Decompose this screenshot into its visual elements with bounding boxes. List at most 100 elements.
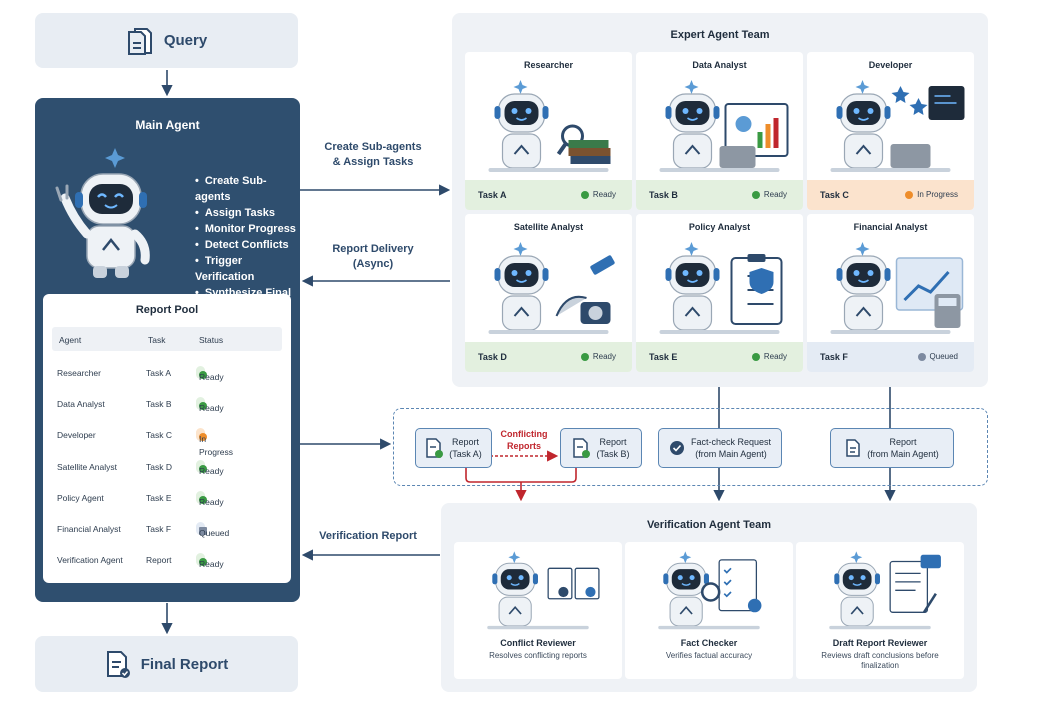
task-cell: Task A [146, 368, 172, 378]
status-text: Queued [929, 352, 958, 361]
status-text: Ready [199, 465, 224, 476]
create-arrow-label: Create Sub-agents & Assign Tasks [310, 140, 436, 170]
main-agent-title: Main Agent [135, 118, 200, 132]
status-icon [751, 352, 760, 361]
status-badge: Ready [196, 459, 224, 476]
agent-cell: Satellite Analyst [57, 461, 118, 472]
status-badge: Ready [580, 352, 616, 361]
agent-description: Resolves conflicting reports [489, 651, 587, 660]
responsibility-item: Assign Tasks [195, 205, 300, 221]
message-line: (Task A) [449, 449, 482, 459]
status-icon [199, 495, 207, 504]
status-text: Ready [592, 190, 616, 199]
agent-name: Draft Report Reviewer [832, 638, 928, 648]
arrow-label-line: & Assign Tasks [332, 156, 414, 168]
agent-name: Fact Checker [680, 638, 738, 648]
status-text: Ready [763, 352, 787, 361]
robot-icon [488, 242, 615, 334]
responsibility-item: Detect Conflicts [195, 237, 300, 253]
status-icon [199, 464, 207, 473]
report-check-icon [573, 438, 591, 458]
message-line: (Task B) [596, 449, 630, 459]
delivery-arrow-label: Report Delivery (Async) [310, 242, 436, 272]
task-status-bar: Task A Ready [465, 180, 632, 210]
status-icon [199, 433, 207, 442]
status-text: In Progress [917, 190, 958, 199]
status-badge: Ready [196, 366, 224, 382]
robot-icon [659, 80, 789, 172]
column-header: Status [199, 335, 224, 345]
agent-illustration [796, 548, 964, 636]
report-task-b-message: Report (Task B) [560, 428, 642, 468]
agent-cell: Developer [57, 430, 96, 441]
main-robot-icon [55, 148, 150, 278]
agent-name: Developer [868, 60, 913, 70]
agent-name: Policy Analyst [688, 222, 751, 232]
message-line: Report [889, 437, 917, 447]
robot-icon [488, 80, 611, 172]
robot-icon [487, 551, 600, 630]
status-icon [199, 558, 207, 567]
agent-cell: Data Analyst [57, 399, 105, 410]
status-text: Ready [592, 352, 616, 361]
agent-cell: Researcher [57, 368, 101, 378]
agent-illustration [807, 76, 974, 180]
status-badge: Ready [751, 190, 787, 199]
message-line: Report [451, 437, 479, 447]
report-from-main-message: Report(from Main Agent) [830, 428, 954, 468]
column-header: Task [148, 335, 166, 345]
verification-agent-team: Verification Agent Team Conflict Reviewe… [441, 503, 977, 692]
responsibility-item: Trigger Verification [195, 253, 300, 285]
task-cell: Task F [146, 524, 172, 534]
document-icon [846, 439, 860, 457]
status-badge: Ready [751, 352, 787, 361]
agent-illustration [636, 238, 803, 342]
conflict-line: Conflicting [500, 429, 548, 439]
robot-icon [829, 551, 941, 630]
status-badge: In Progress [905, 190, 958, 199]
status-icon [199, 371, 207, 379]
status-icon [580, 352, 589, 361]
status-icon [199, 527, 207, 535]
agent-name: Satellite Analyst [513, 222, 584, 232]
task-label: Task C [820, 190, 849, 200]
status-text: Ready [199, 372, 224, 382]
message-line: Fact-check Request [690, 437, 772, 447]
status-text: Queued [199, 528, 230, 538]
conflict-line: Reports [506, 441, 541, 451]
message-line: (from Main Agent) [695, 449, 767, 459]
fact-check-request-message: Fact-check Request (from Main Agent) [658, 428, 782, 468]
task-label: Task A [478, 190, 507, 200]
task-cell: Task B [146, 399, 172, 410]
query-box: Query [35, 13, 298, 68]
status-badge: In Progress [196, 428, 233, 457]
status-text: Ready [763, 190, 787, 199]
robot-icon [830, 80, 965, 172]
task-cell: Task D [146, 461, 172, 472]
final-report-icon [106, 651, 130, 678]
agent-illustration [625, 548, 793, 636]
agent-name: Data Analyst [692, 60, 747, 70]
task-label: Task F [820, 352, 848, 362]
status-badge: Queued [196, 522, 229, 538]
column-header: Agent [59, 335, 82, 345]
agent-illustration [454, 548, 622, 636]
status-icon [199, 402, 207, 411]
message-line: Report [599, 437, 627, 447]
task-label: Task D [478, 352, 507, 362]
agent-cell: Policy Agent [57, 492, 104, 503]
robot-icon [659, 242, 783, 334]
report-pool: Report Pool Agent Task Status Researcher… [43, 294, 291, 583]
status-badge: Ready [196, 490, 224, 507]
agent-name: Financial Analyst [853, 222, 928, 232]
final-report-box: Final Report [35, 636, 298, 692]
task-cell: Report [146, 555, 172, 566]
